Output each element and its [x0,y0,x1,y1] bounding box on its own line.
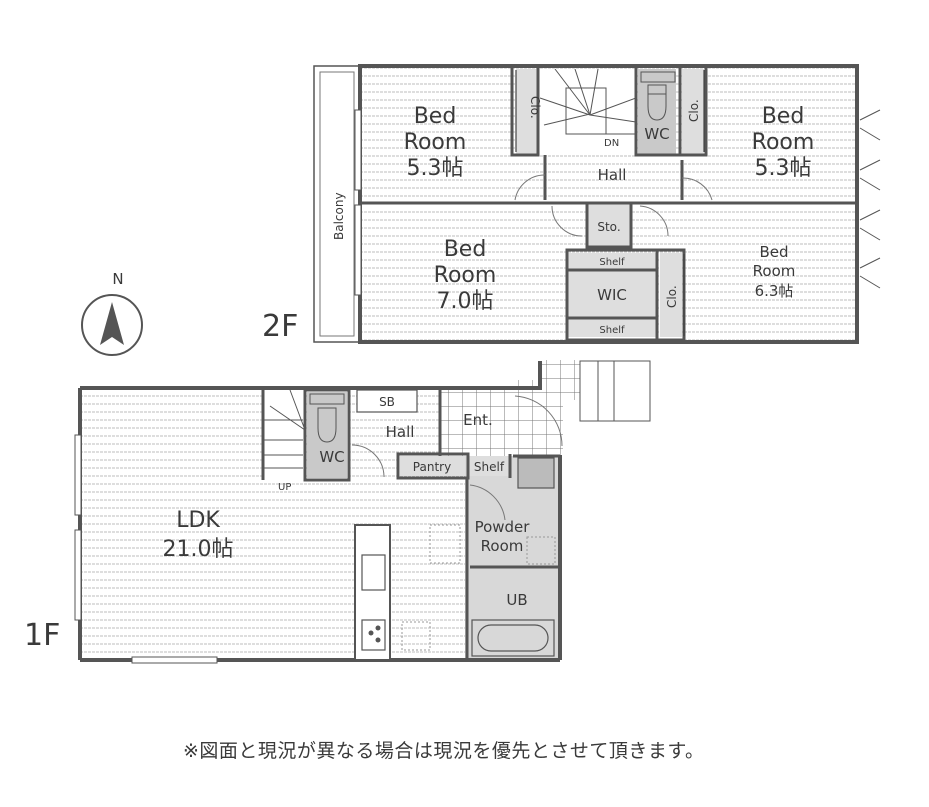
powder-room-line2: Room [481,537,524,555]
stove-icon [361,619,386,651]
unit-bath-label: UB [506,591,527,609]
stairs-down-label: DN [604,138,619,149]
wc-2f-label: WC [644,125,669,143]
floor-label-1f: 1F [24,618,60,653]
balcony-label: Balcony [332,192,346,240]
stairs-1f [263,389,306,469]
bathtub-icon [477,624,549,652]
bed-ne-line2: Room [752,130,815,155]
entrance-label: Ent. [463,411,493,429]
stairs-up-label: UP [278,482,291,493]
bed-sw-line2: Room [434,263,497,288]
bed-sw-line1: Bed [444,237,487,262]
sink-icon [361,554,386,591]
bed-se-size: 6.3帖 [755,282,794,300]
bed-ne-size: 5.3帖 [755,156,812,181]
stairs-2f [539,68,637,135]
cupboard-space [429,524,461,564]
disclaimer-note: ※図面と現況が異なる場合は現況を優先とさせて頂きます。 [183,740,705,762]
second-floor: Balcony DN [262,64,881,344]
hall-1f-label: Hall [386,423,415,441]
shelf-top-label: Shelf [599,257,625,268]
bed-se-line2: Room [753,262,796,280]
bed-se-line1: Bed [759,243,788,261]
bed-nw-line2: Room [404,130,467,155]
floor-label-2f: 2F [262,309,298,344]
pantry-label: Pantry [413,460,451,474]
shoe-box-label: SB [379,395,395,409]
hall-2f-label: Hall [598,166,627,184]
bed-ne-line1: Bed [762,104,805,129]
bed-nw-line1: Bed [414,104,457,129]
bed-nw-size: 5.3帖 [407,156,464,181]
fridge-space [401,621,431,651]
shelf-bottom-label: Shelf [599,325,625,336]
toilet-1f-icon [309,393,345,443]
kitchen-counter [354,524,391,661]
closet-ne-label: Clo. [687,99,701,122]
washbasin-icon [517,457,555,489]
ldk-label: LDK [176,508,220,533]
ldk-size: 21.0帖 [163,537,234,562]
toilet-2f-icon [640,71,676,121]
north-arrow-icon: N [81,270,143,356]
compass-label: N [112,270,123,288]
wic-label: WIC [597,286,627,304]
entry-steps [579,360,651,422]
wc-1f-label: WC [319,448,344,466]
closet-nw-label: Clo. [528,96,542,119]
storage-label: Sto. [597,220,620,234]
powder-room-line1: Powder [475,518,531,536]
shelf-1f-label: Shelf [474,460,505,474]
bed-sw-size: 7.0帖 [437,289,494,314]
washer-space [526,536,556,565]
closet-se-label: Clo. [665,285,679,308]
first-floor: UP WC SB Hall Ent. Pantry Shelf Powder R… [24,360,651,664]
windows-2f [354,109,881,296]
balcony [313,65,361,343]
